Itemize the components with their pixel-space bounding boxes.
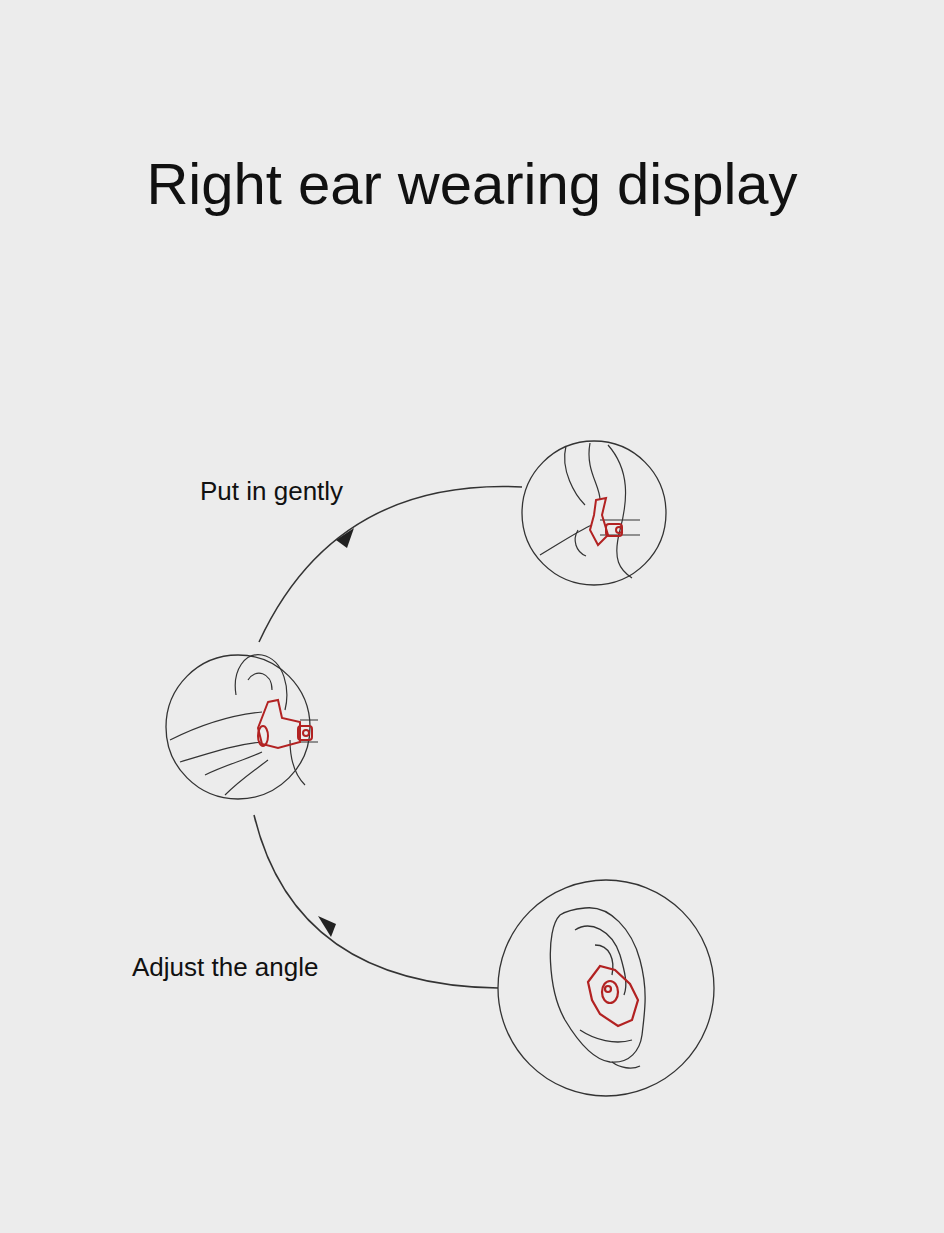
arrow-head: [336, 528, 354, 548]
step-circle: [522, 441, 666, 585]
step-circle: [498, 880, 714, 1096]
step-circle: [166, 655, 318, 799]
arrow-head: [318, 916, 336, 937]
step-label: Adjust the angle: [129, 952, 321, 983]
page-title: Right ear wearing display: [0, 150, 944, 217]
step-label: Put in gently: [197, 476, 346, 507]
